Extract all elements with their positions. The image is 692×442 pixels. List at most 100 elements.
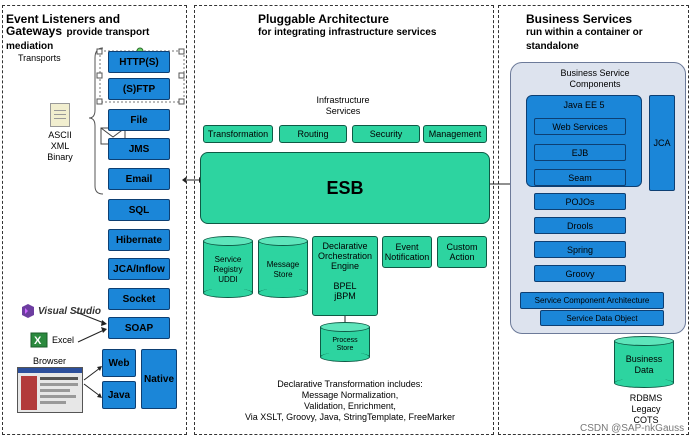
- business-data-line1: Business: [625, 354, 663, 364]
- process-line2: Store: [336, 345, 354, 352]
- orchestration-line2: Orchestration: [317, 251, 373, 261]
- infrastructure-label: Infrastructure Services: [298, 95, 388, 117]
- excel-icon: X: [30, 332, 48, 348]
- format-xml: XML: [50, 141, 70, 151]
- note-line4: Via XSLT, Groovy, Java, StringTemplate, …: [244, 412, 456, 422]
- right-subtitle-line2: standalone: [526, 41, 579, 52]
- left-title-suffix: provide transport: [66, 27, 150, 38]
- spring-box: Spring: [534, 241, 626, 258]
- registry-line2: Registry: [213, 265, 243, 274]
- cots-label: COTS: [633, 415, 659, 425]
- bpel-line1: BPEL: [333, 281, 357, 291]
- right-panel: [498, 5, 689, 435]
- note-line3: Validation, Enrichment,: [304, 401, 396, 411]
- sdo-box: Service Data Object: [540, 310, 664, 326]
- orchestration-engine: Declarative Orchestration Engine BPEL jB…: [312, 236, 378, 316]
- document-icon: [50, 103, 70, 127]
- javaee-label: Java EE 5: [563, 100, 605, 110]
- middle-panel: [194, 5, 494, 435]
- file-transport: File: [108, 109, 170, 131]
- message-store: Message Store: [258, 236, 308, 298]
- note-line1: Declarative Transformation includes:: [277, 379, 423, 389]
- excel-label: Excel: [52, 335, 75, 345]
- browser-label: Browser: [33, 356, 67, 366]
- infrastructure-label-line2: Services: [325, 106, 361, 116]
- visual-studio-icon: [22, 304, 34, 318]
- left-title-line2: Gateways: [6, 24, 63, 38]
- business-data-store: Business Data: [614, 336, 674, 388]
- management-service: Management: [423, 125, 487, 143]
- right-panel-title: Business Services run within a container…: [526, 13, 686, 53]
- watermark: CSDN @SAP-nkGauss: [580, 423, 685, 434]
- esb-bus: ESB: [200, 152, 490, 224]
- left-title-line1: Event Listeners and: [6, 12, 121, 26]
- native-transport: Native: [141, 349, 177, 409]
- transport-brace: [88, 47, 104, 195]
- business-components-line2: Components: [569, 79, 621, 89]
- business-data-line2: Data: [634, 365, 654, 375]
- format-ascii: ASCII: [48, 130, 72, 140]
- left-title-line3: mediation: [6, 41, 54, 52]
- sql-transport: SQL: [108, 199, 170, 221]
- file-formats-label: ASCII XML Binary: [40, 130, 80, 163]
- legacy-label: Legacy: [631, 404, 661, 414]
- data-sources-label: RDBMS Legacy COTS: [616, 393, 676, 426]
- groovy-box: Groovy: [534, 265, 626, 282]
- ftp-transport: (S)FTP: [108, 78, 170, 100]
- jms-transport: JMS: [108, 138, 170, 160]
- visual-studio-logo: Visual Studio: [20, 303, 101, 319]
- right-subtitle-line1: run within a container or: [526, 27, 643, 38]
- orchestration-line1: Declarative: [322, 241, 368, 251]
- middle-panel-title: Pluggable Architecture for integrating i…: [258, 13, 488, 39]
- registry-line1: Service: [214, 255, 242, 264]
- message-store-line2: Store: [273, 270, 293, 279]
- drools-box: Drools: [534, 217, 626, 234]
- svg-text:X: X: [34, 335, 42, 347]
- transports-label: Transports: [18, 53, 61, 63]
- ejb-box: EJB: [534, 144, 626, 161]
- sca-box: Service Component Architecture: [520, 292, 664, 309]
- jca-box: JCA: [649, 95, 675, 191]
- custom-line1: Custom: [446, 242, 478, 252]
- process-store: Process Store: [320, 322, 370, 362]
- visual-studio-label: Visual Studio: [38, 305, 101, 317]
- email-transport: Email: [108, 168, 170, 190]
- process-line1: Process: [332, 337, 358, 344]
- format-binary: Binary: [47, 152, 73, 162]
- web-services-box: Web Services: [534, 118, 626, 135]
- http-transport: HTTP(S): [108, 51, 170, 73]
- transformation-service: Transformation: [203, 125, 273, 143]
- registry-line3: UDDI: [218, 275, 238, 284]
- soap-transport: SOAP: [108, 317, 170, 339]
- routing-service: Routing: [279, 125, 347, 143]
- security-service: Security: [352, 125, 420, 143]
- socket-transport: Socket: [108, 288, 170, 310]
- middle-subtitle: for integrating infrastructure services: [258, 27, 437, 38]
- rdbms-label: RDBMS: [629, 393, 663, 403]
- business-components-label: Business Service Components: [540, 68, 650, 90]
- excel-logo: X Excel: [30, 332, 74, 348]
- web-transport: Web: [102, 349, 136, 377]
- business-components-line1: Business Service: [560, 68, 630, 78]
- custom-action: Custom Action: [437, 236, 487, 268]
- event-notification: Event Notification: [382, 236, 432, 268]
- seam-box: Seam: [534, 169, 626, 186]
- hibernate-transport: Hibernate: [108, 229, 170, 251]
- left-panel: [2, 5, 187, 435]
- event-line2: Notification: [384, 252, 430, 262]
- left-panel-title: Event Listeners and Gateways provide tra…: [6, 13, 186, 53]
- message-store-line1: Message: [266, 260, 300, 269]
- orchestration-line3: Engine: [330, 261, 360, 271]
- middle-title: Pluggable Architecture: [258, 12, 389, 26]
- note-line2: Message Normalization,: [301, 390, 399, 400]
- java-transport: Java: [102, 381, 136, 409]
- custom-line2: Action: [449, 252, 475, 262]
- service-registry-store: Service Registry UDDI: [203, 236, 253, 298]
- infrastructure-label-line1: Infrastructure: [316, 95, 370, 105]
- event-line1: Event: [395, 242, 419, 252]
- browser-screenshot-icon: [17, 367, 83, 413]
- pojos-box: POJOs: [534, 193, 626, 210]
- right-title: Business Services: [526, 12, 633, 26]
- bpel-line2: jBPM: [334, 291, 356, 301]
